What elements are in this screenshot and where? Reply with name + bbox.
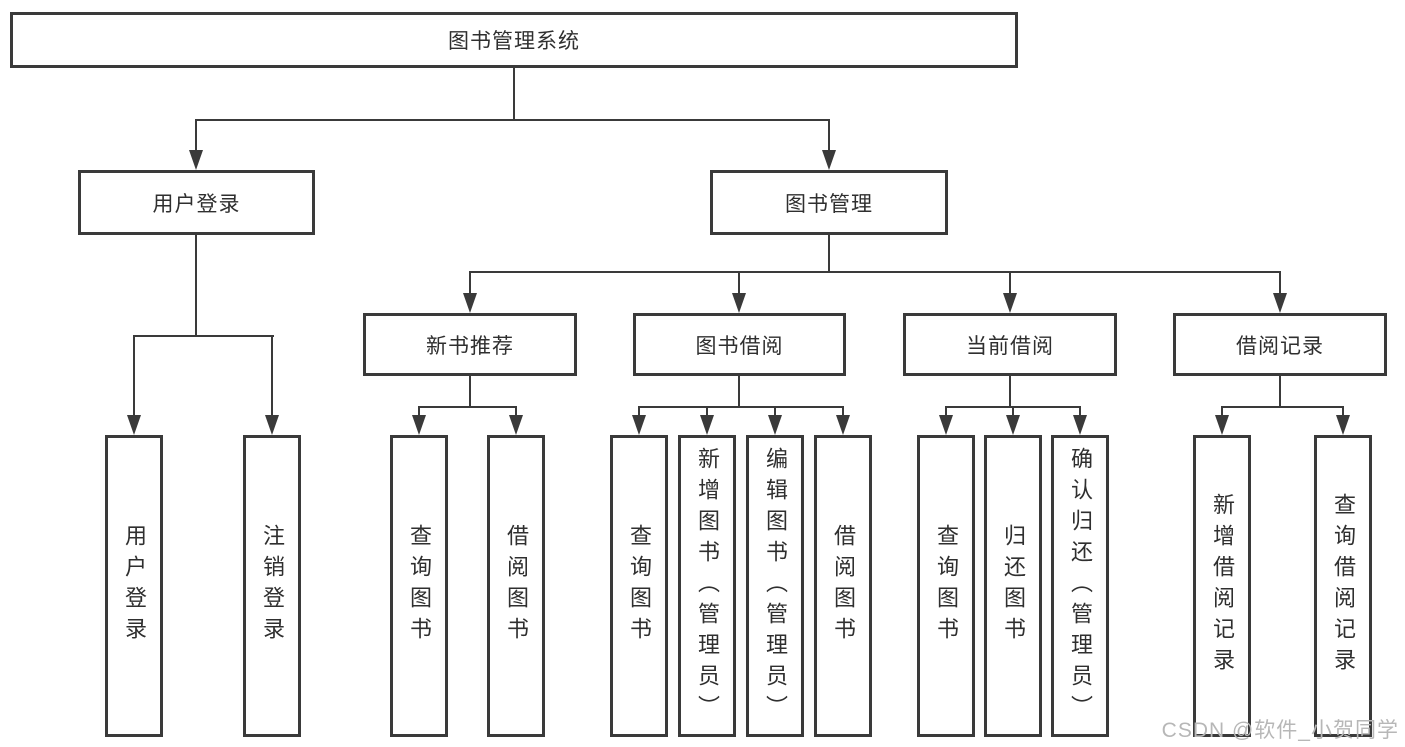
node-root-label: 图书管理系统 (448, 30, 580, 53)
leaf-cb-query-books: 查询图书 (917, 435, 975, 737)
leaf-cb-confirm-return-admin: 确认归还（管理员） (1051, 435, 1109, 737)
connector-drop-bb-query (638, 406, 640, 417)
connector-drop-bb-borrow (842, 406, 844, 417)
arrow-user-login (189, 150, 203, 170)
arrow-borrow-records (1273, 293, 1287, 313)
node-user-login: 用户登录 (78, 170, 315, 235)
connector-drop-cb-confirm (1079, 406, 1081, 417)
leaf-bb-query-books: 查询图书 (610, 435, 668, 737)
leaf-user-login: 用户登录 (105, 435, 163, 737)
connector-book-borrow-stem (738, 376, 740, 408)
leaf-rec-add-record: 新增借阅记录 (1193, 435, 1251, 737)
node-book-borrow-label: 图书借阅 (695, 334, 784, 358)
leaf-nb-query-books-label: 查询图书 (407, 524, 432, 648)
node-borrow-records: 借阅记录 (1173, 313, 1387, 376)
connector-book-mgmt-bus (470, 271, 1281, 273)
arrow-bb-edit (768, 415, 782, 435)
connector-drop-current-borrow (1009, 271, 1011, 295)
leaf-bb-edit-books-admin-label: 编辑图书（管理员） (763, 446, 788, 726)
leaf-bb-borrow-books: 借阅图书 (814, 435, 872, 737)
connector-drop-cb-query (945, 406, 947, 417)
node-new-book-recommend: 新书推荐 (363, 313, 577, 376)
connector-drop-leaf-login (133, 335, 135, 417)
connector-current-stem (1009, 376, 1011, 408)
leaf-cb-confirm-return-admin-label: 确认归还（管理员） (1068, 446, 1093, 726)
leaf-cb-return-books: 归还图书 (984, 435, 1042, 737)
arrow-nb-query (412, 415, 426, 435)
arrow-leaf-login (127, 415, 141, 435)
leaf-bb-add-books-admin: 新增图书（管理员） (678, 435, 736, 737)
connector-book-borrow-bus (639, 406, 844, 408)
connector-drop-rec-add (1221, 406, 1223, 417)
arrow-cb-return (1006, 415, 1020, 435)
leaf-logout-label: 注销登录 (260, 524, 285, 648)
leaf-rec-add-record-label: 新增借阅记录 (1210, 493, 1235, 679)
connector-root-bus (196, 119, 830, 121)
connector-drop-new-books (469, 271, 471, 295)
leaf-bb-add-books-admin-label: 新增图书（管理员） (695, 446, 720, 726)
leaf-bb-borrow-books-label: 借阅图书 (831, 524, 856, 648)
connector-user-login-stem (195, 235, 197, 337)
node-new-book-recommend-label: 新书推荐 (426, 334, 514, 358)
leaf-logout: 注销登录 (243, 435, 301, 737)
arrow-cb-confirm (1073, 415, 1087, 435)
arrow-leaf-logout (265, 415, 279, 435)
connector-new-books-stem (469, 376, 471, 408)
node-book-management: 图书管理 (710, 170, 948, 235)
arrow-nb-borrow (509, 415, 523, 435)
connector-drop-bb-edit (774, 406, 776, 417)
leaf-cb-return-books-label: 归还图书 (1001, 524, 1026, 648)
connector-drop-book-borrow (738, 271, 740, 295)
leaf-nb-query-books: 查询图书 (390, 435, 448, 737)
node-borrow-records-label: 借阅记录 (1236, 334, 1324, 358)
connector-drop-user-login (195, 119, 197, 152)
connector-drop-leaf-logout (271, 335, 273, 417)
leaf-bb-query-books-label: 查询图书 (627, 524, 652, 648)
connector-drop-rec-query (1342, 406, 1344, 417)
leaf-cb-query-books-label: 查询图书 (934, 524, 959, 648)
connector-user-login-bus (134, 335, 274, 337)
node-book-borrow: 图书借阅 (633, 313, 846, 376)
connector-drop-bb-add (706, 406, 708, 417)
arrow-bb-borrow (836, 415, 850, 435)
arrow-book-mgmt (822, 150, 836, 170)
connector-drop-nb-query (418, 406, 420, 417)
arrow-book-borrow (732, 293, 746, 313)
arrow-rec-add (1215, 415, 1229, 435)
leaf-rec-query-record-label: 查询借阅记录 (1331, 493, 1356, 679)
connector-drop-book-mgmt (828, 119, 830, 152)
leaf-user-login-label: 用户登录 (122, 524, 147, 648)
connector-records-bus (1222, 406, 1343, 408)
connector-drop-cb-return (1012, 406, 1014, 417)
connector-records-stem (1279, 376, 1281, 408)
leaf-rec-query-record: 查询借阅记录 (1314, 435, 1372, 737)
arrow-bb-add (700, 415, 714, 435)
leaf-nb-borrow-books-label: 借阅图书 (504, 524, 529, 648)
node-book-management-label: 图书管理 (785, 192, 873, 216)
node-current-borrow-label: 当前借阅 (966, 334, 1054, 358)
arrow-cb-query (939, 415, 953, 435)
arrow-current-borrow (1003, 293, 1017, 313)
connector-drop-borrow-records (1279, 271, 1281, 295)
csdn-watermark: CSDN @软件_小贺同学 (1161, 719, 1399, 742)
arrow-rec-query (1336, 415, 1350, 435)
leaf-nb-borrow-books: 借阅图书 (487, 435, 545, 737)
arrow-bb-query (632, 415, 646, 435)
connector-root-stem (513, 68, 515, 121)
node-current-borrow: 当前借阅 (903, 313, 1117, 376)
leaf-bb-edit-books-admin: 编辑图书（管理员） (746, 435, 804, 737)
node-root: 图书管理系统 (10, 12, 1018, 68)
node-user-login-label: 用户登录 (152, 192, 241, 216)
connector-drop-nb-borrow (515, 406, 517, 417)
connector-new-books-bus (419, 406, 517, 408)
arrow-new-books (463, 293, 477, 313)
connector-book-mgmt-stem (828, 235, 830, 273)
